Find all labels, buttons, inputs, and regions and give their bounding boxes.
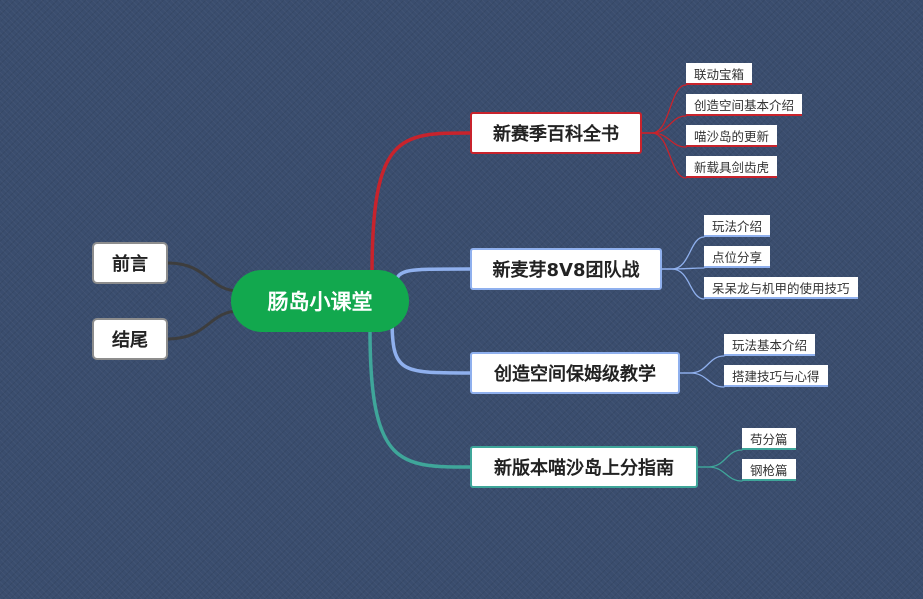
leaf-combat-strategy[interactable]: 钢枪篇 xyxy=(742,459,796,481)
leaf-building-tips[interactable]: 搭建技巧与心得 xyxy=(724,365,828,387)
connector-leaf-1-0 xyxy=(661,236,705,270)
connector-leaf-3-1 xyxy=(697,466,743,482)
connector-leaf-0-0 xyxy=(641,84,687,134)
topic-new-season-encyclopedia[interactable]: 新赛季百科全书 xyxy=(470,112,642,154)
connector-leaf-0-2 xyxy=(641,132,687,148)
root-node[interactable]: 肠岛小课堂 xyxy=(231,270,409,332)
left-node-preface[interactable]: 前言 xyxy=(92,242,168,284)
connector-left-1 xyxy=(166,309,241,341)
connector-branch-0 xyxy=(370,131,472,277)
connector-left-0 xyxy=(166,261,241,293)
connector-leaf-3-0 xyxy=(697,449,743,468)
leaf-gameplay-intro[interactable]: 玩法介绍 xyxy=(704,215,771,237)
leaf-creative-space-intro[interactable]: 创造空间基本介绍 xyxy=(686,94,803,116)
leaf-dragon-mech-tips[interactable]: 呆呆龙与机甲的使用技巧 xyxy=(704,277,858,299)
connector-leaf-0-3 xyxy=(641,132,687,179)
topic-miaosha-ranking-guide[interactable]: 新版本喵沙岛上分指南 xyxy=(470,446,698,488)
leaf-basic-gameplay-intro[interactable]: 玩法基本介绍 xyxy=(724,334,816,356)
leaf-new-vehicle-sabertooth[interactable]: 新载具剑齿虎 xyxy=(686,156,778,178)
topic-creative-space-tutorial[interactable]: 创造空间保姆级教学 xyxy=(470,352,680,394)
connector-branch-1 xyxy=(394,267,472,290)
connector-leaf-2-1 xyxy=(679,372,725,388)
connector-branch-2 xyxy=(390,316,472,375)
connector-leaf-1-2 xyxy=(661,268,705,300)
leaf-miaosha-island-update[interactable]: 喵沙岛的更新 xyxy=(686,125,778,147)
connector-leaf-2-0 xyxy=(679,355,725,374)
leaf-survival-strategy[interactable]: 苟分篇 xyxy=(742,428,796,450)
leaf-position-sharing[interactable]: 点位分享 xyxy=(704,246,771,268)
connector-branch-3 xyxy=(368,328,472,469)
connector-leaf-0-1 xyxy=(641,115,687,134)
left-node-ending[interactable]: 结尾 xyxy=(92,318,168,360)
topic-8v8-team-battle[interactable]: 新麦芽8V8团队战 xyxy=(470,248,662,290)
leaf-linked-chest[interactable]: 联动宝箱 xyxy=(686,63,753,85)
